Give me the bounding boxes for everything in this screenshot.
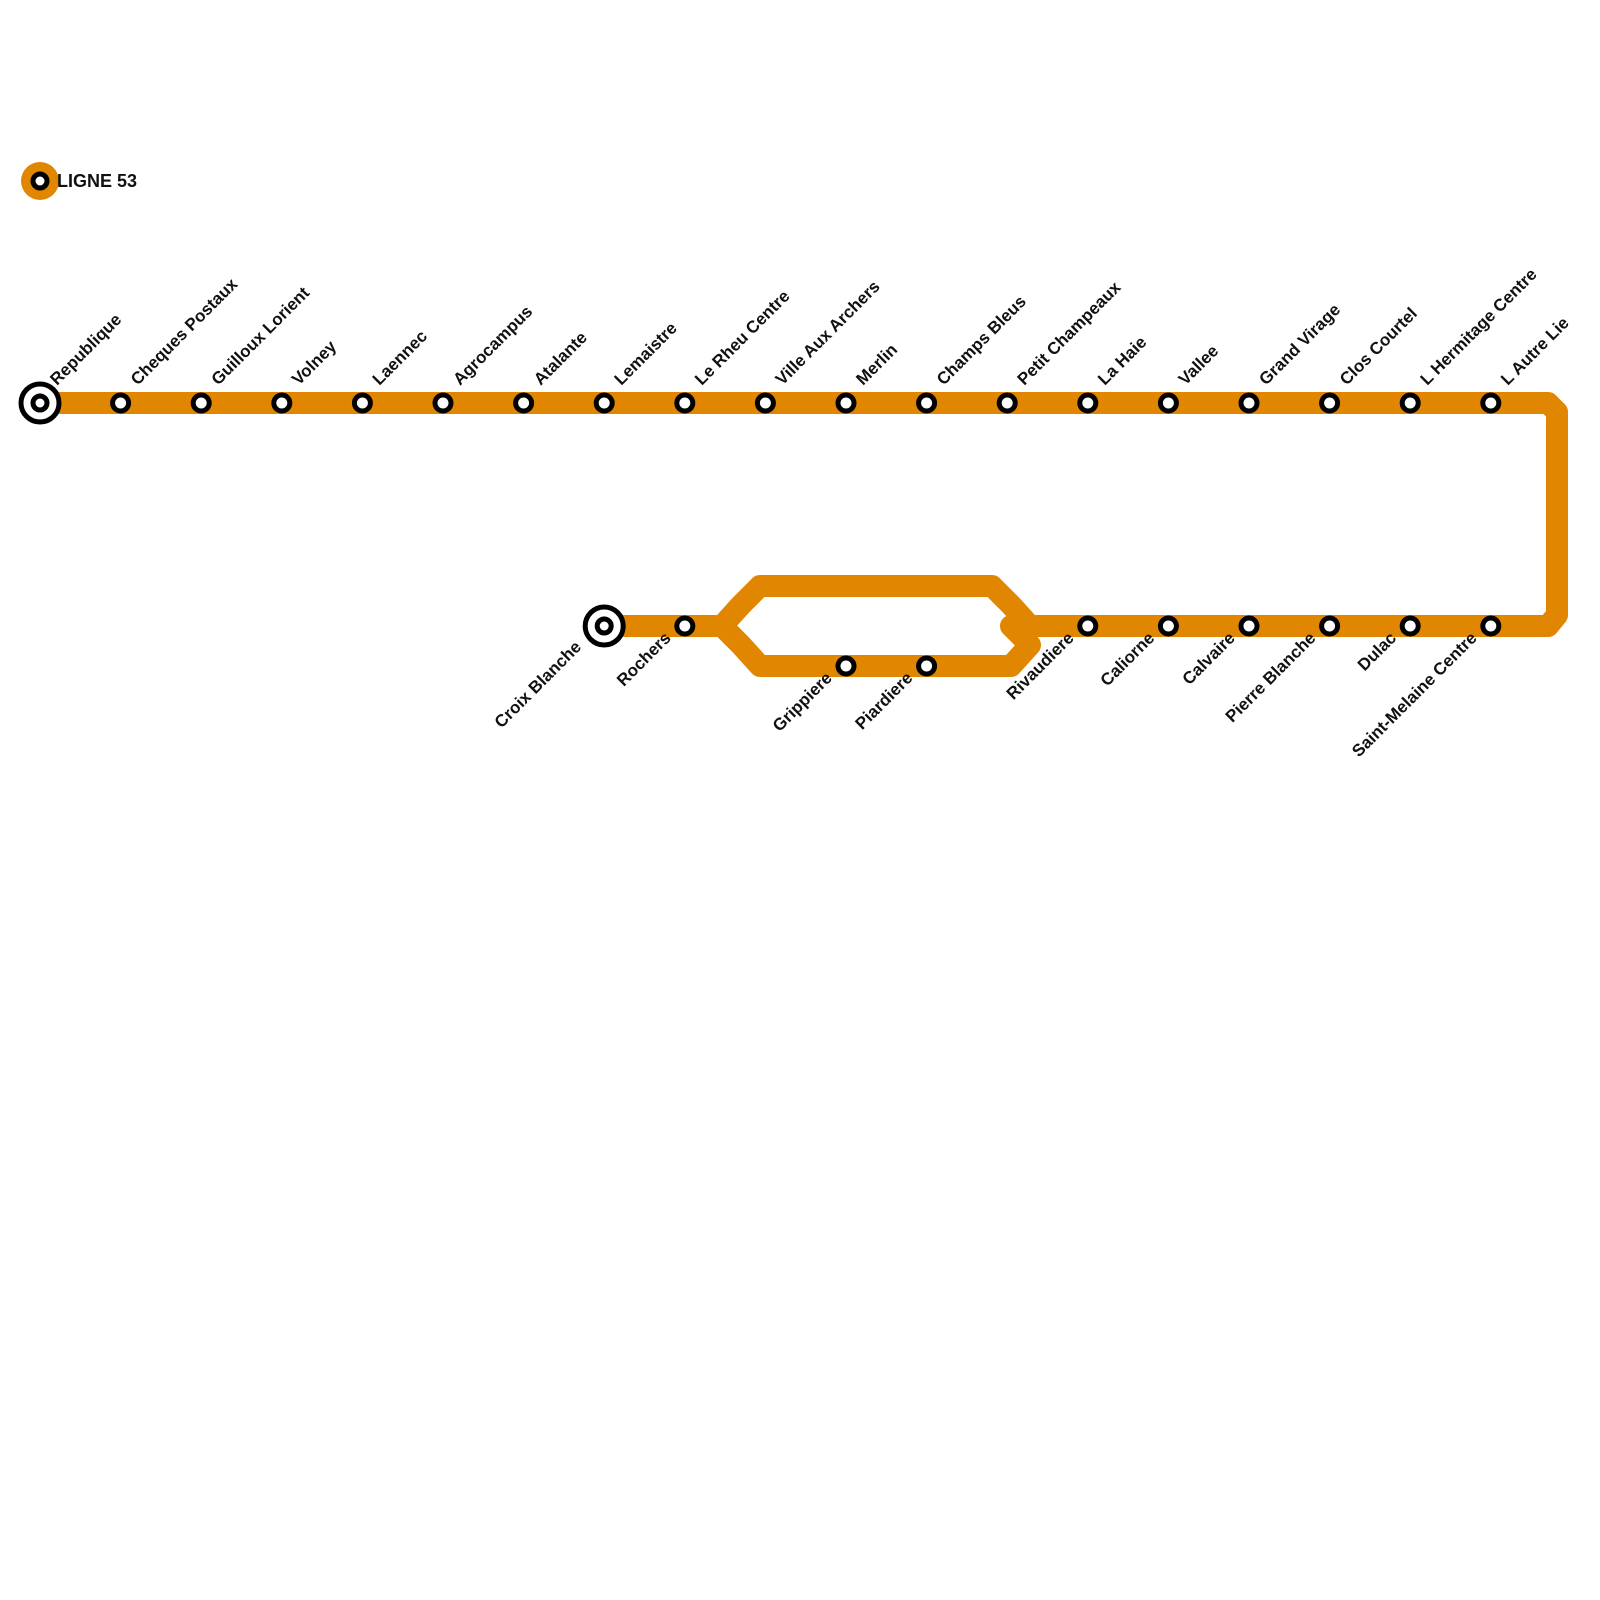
station-caliorne-label: Caliorne — [1097, 628, 1159, 690]
station-petit-champeaux-marker[interactable] — [996, 392, 1018, 414]
station-croix-blanche-marker[interactable] — [594, 616, 614, 636]
station-grippiere-marker[interactable] — [835, 655, 857, 677]
station-laennec-label: Laennec — [369, 327, 431, 389]
station-volney-label: Volney — [288, 336, 340, 388]
station-lemaistre-label: Lemaistre — [611, 319, 681, 389]
station-republique-label: Republique — [46, 310, 125, 389]
station-le-rheu-centre-marker[interactable] — [674, 392, 696, 414]
station-dulac-marker[interactable] — [1399, 615, 1421, 637]
station-saint-melaine-centre-marker[interactable] — [1480, 615, 1502, 637]
legend-line-name: LIGNE 53 — [57, 171, 137, 191]
station-croix-blanche-label: Croix Blanche — [491, 637, 585, 731]
station-rivaudiere-marker[interactable] — [1077, 615, 1099, 637]
station-vallee-label: Vallee — [1175, 341, 1223, 389]
station-lemaistre-marker[interactable] — [593, 392, 615, 414]
station-champs-bleus-marker[interactable] — [916, 392, 938, 414]
station-republique-marker[interactable] — [30, 393, 50, 413]
station-la-haie-marker[interactable] — [1077, 392, 1099, 414]
station-volney-marker[interactable] — [271, 392, 293, 414]
station-grippiere-label: Grippiere — [769, 668, 836, 735]
station-la-haie-label: La Haie — [1094, 333, 1150, 389]
station-rochers-label: Rochers — [613, 628, 675, 690]
station-atalante-label: Atalante — [530, 328, 591, 389]
station-piardiere-marker[interactable] — [916, 655, 938, 677]
station-l-autre-lie-label: L Autre Lie — [1497, 313, 1573, 389]
legend: LIGNE 53 — [21, 162, 137, 200]
station-vallee-marker[interactable] — [1157, 392, 1179, 414]
station-cheques-postaux-marker[interactable] — [110, 392, 132, 414]
station-piardiere-label: Piardiere — [852, 668, 917, 733]
station-clos-courtel-label: Clos Courtel — [1336, 304, 1421, 389]
line-53-track — [29, 392, 1568, 677]
legend-stop-icon — [30, 171, 50, 191]
station-agrocampus-marker[interactable] — [432, 392, 454, 414]
station-caliorne-marker[interactable] — [1157, 615, 1179, 637]
main-track — [29, 392, 1568, 637]
station-ville-aux-archers-marker[interactable] — [754, 392, 776, 414]
station-merlin-label: Merlin — [852, 340, 901, 389]
station-l-autre-lie-marker[interactable] — [1480, 392, 1502, 414]
station-rochers-marker[interactable] — [674, 615, 696, 637]
station-grand-virage-label: Grand Virage — [1255, 300, 1344, 389]
station-clos-courtel-marker[interactable] — [1319, 392, 1341, 414]
station-atalante-marker[interactable] — [513, 392, 535, 414]
branch-track — [711, 615, 1041, 677]
station-agrocampus-label: Agrocampus — [449, 302, 536, 389]
station-guilloux-lorient-marker[interactable] — [190, 392, 212, 414]
station-grand-virage-marker[interactable] — [1238, 392, 1260, 414]
station-calvaire-marker[interactable] — [1238, 615, 1260, 637]
station-l-hermitage-centre-marker[interactable] — [1399, 392, 1421, 414]
station-pierre-blanche-marker[interactable] — [1319, 615, 1341, 637]
station-merlin-marker[interactable] — [835, 392, 857, 414]
station-laennec-marker[interactable] — [351, 392, 373, 414]
station-calvaire-label: Calvaire — [1179, 628, 1239, 688]
stops-layer — [18, 381, 1502, 677]
